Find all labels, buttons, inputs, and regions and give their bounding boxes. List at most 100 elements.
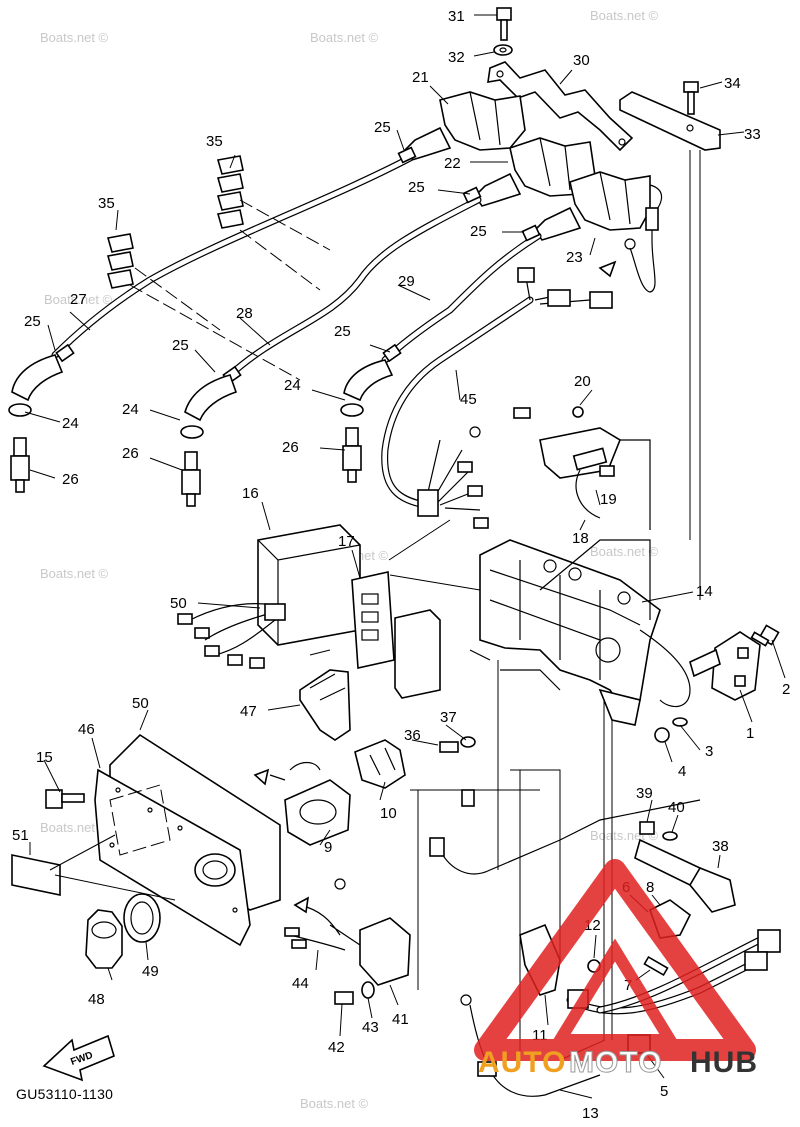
callout-24: 24 xyxy=(62,415,79,432)
electrical-cover xyxy=(94,768,251,947)
fwd-arrow: FWD xyxy=(42,1034,115,1082)
coil-ground-wire xyxy=(629,184,663,293)
harness-connector xyxy=(757,929,781,953)
callout-1: 1 xyxy=(746,725,754,742)
coil-ribs xyxy=(469,91,501,146)
relay-assembly xyxy=(513,406,651,530)
bolt xyxy=(439,741,459,753)
bolt xyxy=(334,991,354,1005)
callout-25: 25 xyxy=(470,223,487,240)
label-plate xyxy=(11,854,61,896)
cord-grommet xyxy=(382,343,402,363)
cover-port xyxy=(194,853,236,887)
callout-10: 10 xyxy=(380,805,397,822)
callout-35: 35 xyxy=(98,195,115,212)
spark-plug-insulator xyxy=(345,427,359,447)
spark-plug-thread xyxy=(186,493,196,507)
plug-cap xyxy=(343,359,394,402)
watermark: Boats.net © xyxy=(300,1096,369,1111)
bracket-hole xyxy=(496,70,504,78)
bracket-wire xyxy=(639,629,691,708)
drawing-code: GU53110-1130 xyxy=(16,1086,114,1102)
plug-cap-boot xyxy=(340,403,364,417)
callout-51: 51 xyxy=(12,827,29,844)
ring-terminal xyxy=(624,238,636,250)
relay xyxy=(572,447,608,471)
callout-7: 7 xyxy=(624,977,632,994)
routing-line xyxy=(129,199,331,381)
cord-grommet xyxy=(397,146,417,164)
callout-33: 33 xyxy=(744,126,761,143)
callout-38: 38 xyxy=(712,838,729,855)
callout-25: 25 xyxy=(172,337,189,354)
plate-hole xyxy=(686,124,694,132)
washer xyxy=(662,831,678,841)
spark-plug-body xyxy=(10,455,30,481)
cdi-holder xyxy=(351,571,395,669)
callout-34: 34 xyxy=(724,75,741,92)
spark-plug-insulator xyxy=(184,451,198,471)
main-switch xyxy=(284,779,351,846)
ignition-coil-group xyxy=(403,7,721,293)
cdi-unit-group xyxy=(177,524,441,741)
harness-connector xyxy=(744,951,768,971)
callout-26: 26 xyxy=(282,439,299,456)
callout-17: 17 xyxy=(338,533,355,550)
cable-connector xyxy=(477,1061,497,1077)
terminal xyxy=(513,407,531,419)
callout-21: 21 xyxy=(412,69,429,86)
callout-28: 28 xyxy=(236,305,253,322)
cord-grommet xyxy=(55,343,75,363)
coil-ribs xyxy=(599,171,631,225)
spark-plug-thread xyxy=(347,469,357,483)
callout-26: 26 xyxy=(122,445,139,462)
cable-connector xyxy=(461,789,475,807)
terminal xyxy=(177,613,193,625)
ignition-coil xyxy=(439,91,526,151)
harness-connector xyxy=(589,291,613,309)
cdi-unit-edges xyxy=(257,539,361,645)
relay-switch xyxy=(354,739,406,789)
bolt-head xyxy=(45,789,63,809)
washer xyxy=(361,981,375,999)
relay-leads xyxy=(575,439,651,530)
callout-48: 48 xyxy=(88,991,105,1008)
coil-ribs xyxy=(539,137,571,191)
plug-cap xyxy=(11,354,64,402)
terminal xyxy=(467,485,483,497)
terminal xyxy=(284,927,300,937)
bolt xyxy=(496,7,512,21)
cdi-connector xyxy=(264,603,286,621)
brand-moto: MOTO xyxy=(568,1046,663,1080)
harness-leads xyxy=(424,439,481,511)
callout-5: 5 xyxy=(660,1083,668,1100)
bolt xyxy=(639,821,655,835)
cable-connector xyxy=(429,837,445,857)
coil-nose xyxy=(473,172,522,207)
watermark: Boats.net © xyxy=(40,30,109,45)
wire-harness xyxy=(381,267,613,529)
callout-43: 43 xyxy=(362,1019,379,1036)
callout-50: 50 xyxy=(170,595,187,612)
harness-sleeve xyxy=(381,296,534,509)
terminal xyxy=(249,657,265,669)
callout-40: 40 xyxy=(668,799,685,816)
ring-terminal xyxy=(469,426,481,438)
bracket-ribs xyxy=(489,560,641,680)
callout-36: 36 xyxy=(404,727,421,744)
plug-cap-boot xyxy=(8,403,32,417)
callout-49: 49 xyxy=(142,963,159,980)
arrow-marker xyxy=(293,896,310,914)
callout-14: 14 xyxy=(696,583,713,600)
washer-hole xyxy=(499,47,507,53)
clip xyxy=(643,955,669,977)
callout-41: 41 xyxy=(392,1011,409,1028)
terminal xyxy=(194,627,210,639)
switch-group xyxy=(253,736,476,846)
bracket-hole xyxy=(595,637,621,663)
bolt-shank xyxy=(750,631,770,647)
callout-8: 8 xyxy=(646,879,654,896)
callout-27: 27 xyxy=(70,291,87,308)
washer xyxy=(460,736,476,748)
cord-grommet xyxy=(462,186,482,204)
